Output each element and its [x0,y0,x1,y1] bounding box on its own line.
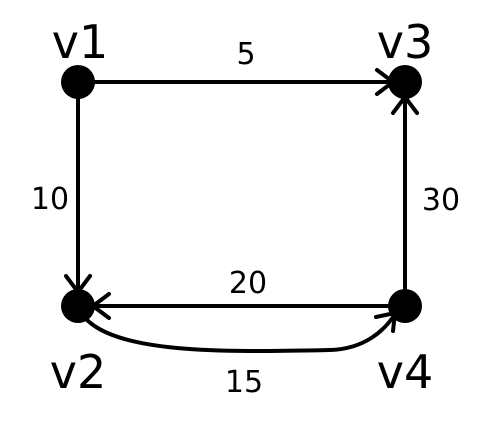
node-label-v1: v1 [52,15,109,69]
edge-v1-v2 [64,80,92,294]
edge-v2-v4 [80,311,397,353]
node-v1 [61,65,95,99]
node-label-v3: v3 [377,15,434,69]
weight-label-v4-v2: 20 [229,266,267,301]
weight-label-v4-v3: 30 [422,183,460,218]
node-v2 [61,289,95,323]
weight-label-v2-v4: 15 [225,365,263,400]
node-v3 [388,65,422,99]
edge-v4-v3 [391,95,419,308]
node-label-v2: v2 [50,345,107,399]
node-label-v4: v4 [377,345,434,399]
weight-label-v1-v2: 10 [31,182,69,217]
weight-label-v1-v3: 5 [236,37,255,72]
node-v4 [388,289,422,323]
edge-v1-v3 [76,68,395,96]
